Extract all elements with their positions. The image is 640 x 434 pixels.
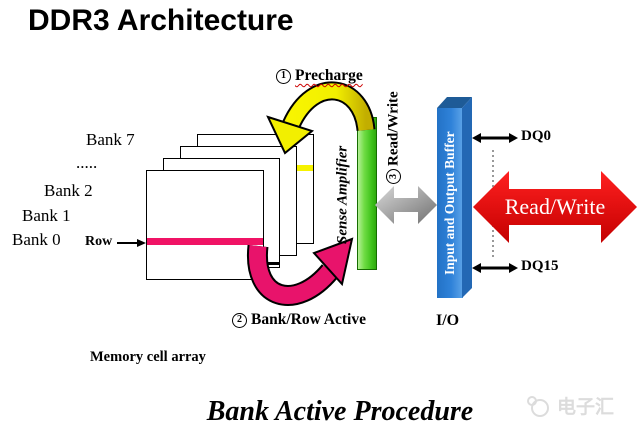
io-buffer-label: Input and Output Buffer bbox=[442, 131, 457, 275]
step1-number-icon: 1 bbox=[276, 68, 291, 84]
active-row-pink bbox=[147, 238, 263, 245]
watermark-logo-icon bbox=[527, 395, 549, 417]
read-write-gray-arrow-icon bbox=[375, 186, 437, 224]
bank2-label: Bank 2 bbox=[44, 181, 93, 200]
step2-number-icon: 2 bbox=[232, 312, 247, 328]
buffer-side-face bbox=[462, 97, 472, 298]
step1-precharge-label: 1 Precharge bbox=[276, 67, 363, 85]
page-title: DDR3 Architecture bbox=[28, 4, 294, 37]
read-write-bus-label: Read/Write bbox=[504, 194, 606, 219]
bank-ellipsis: ..... bbox=[76, 153, 98, 172]
io-label: I/O bbox=[436, 312, 460, 329]
watermark: 电子汇 bbox=[526, 392, 614, 419]
row-label: Row bbox=[85, 234, 113, 249]
bank1-label: Bank 1 bbox=[22, 206, 71, 225]
dq15-label: DQ15 bbox=[521, 258, 559, 274]
row-pointer-arrow bbox=[117, 239, 146, 247]
sense-amplifier-bar bbox=[357, 117, 377, 270]
slide-caption: Bank Active Procedure bbox=[206, 396, 474, 427]
memory-cell-array-label: Memory cell array bbox=[90, 349, 206, 365]
bank7-label: Bank 7 bbox=[86, 130, 135, 149]
step3-number-icon: 3 bbox=[386, 169, 402, 185]
buffer-top-face bbox=[437, 97, 472, 108]
watermark-text: 电子汇 bbox=[557, 397, 615, 418]
dq15-arrow-icon bbox=[472, 263, 518, 273]
io-buffer-bar: Input and Output Buffer bbox=[437, 108, 463, 298]
dq0-arrow-icon bbox=[472, 133, 518, 143]
step2-text: Bank/Row Active bbox=[251, 311, 366, 328]
step1-text: Precharge bbox=[295, 67, 363, 84]
bank0-label: Bank 0 bbox=[12, 230, 61, 249]
dq0-label: DQ0 bbox=[521, 128, 551, 144]
bank-rect-front bbox=[146, 170, 264, 280]
step2-bank-row-active-label: 2 Bank/Row Active bbox=[232, 311, 366, 329]
step3-text: Read/Write bbox=[385, 91, 402, 167]
sense-amplifier-label: Sense Amplifier bbox=[334, 145, 351, 245]
step3-read-write-label: 3 Read/Write bbox=[384, 86, 404, 190]
